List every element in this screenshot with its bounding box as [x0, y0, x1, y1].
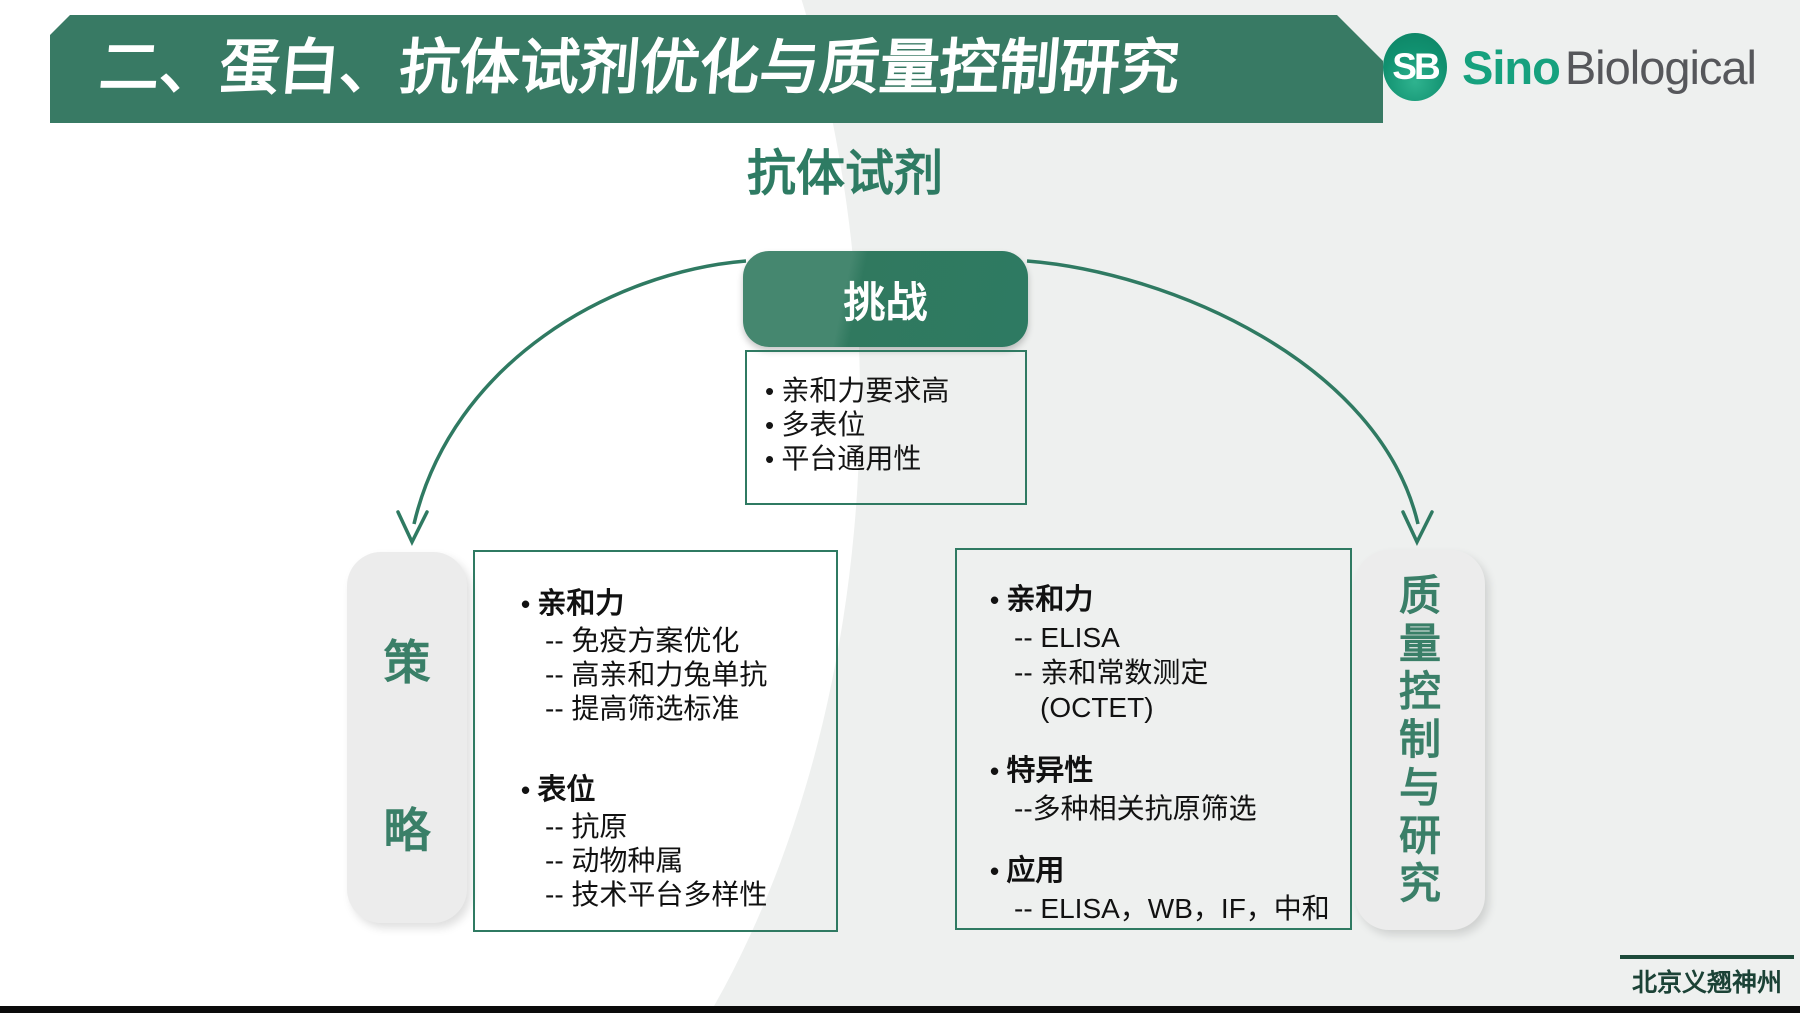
- strategy-pill-char: 策: [383, 636, 431, 689]
- slide-title-banner: 二、蛋白、抗体试剂优化与质量控制研究: [50, 15, 1383, 123]
- quality-item: -- 亲和常数测定: [1014, 657, 1209, 688]
- quality-pill: 质 量 控 制 与 研 究: [1355, 550, 1485, 930]
- quality-pill-char: 制: [1398, 716, 1441, 763]
- quality-item: -- ELISA，WB，IF，中和: [1014, 893, 1330, 924]
- quality-pill-char: 研: [1398, 812, 1441, 859]
- sb-logo-icon: SB: [1383, 33, 1447, 101]
- footer-company-name: 北京义翘神州: [1631, 969, 1782, 997]
- quality-item: --多种相关抗原筛选: [1014, 793, 1257, 824]
- strategy-section-title: 表位: [521, 770, 826, 810]
- quality-section-title: 特异性: [990, 751, 1342, 791]
- footer-divider: [1620, 955, 1794, 959]
- right-curved-arrow: [1026, 259, 1420, 525]
- quality-section-title: 应用: [990, 851, 1342, 891]
- challenge-item: 亲和力要求高: [765, 374, 1025, 408]
- strategy-item: -- 抗原: [545, 811, 628, 842]
- challenge-node: 挑战: [743, 251, 1028, 347]
- strategy-item: -- 免疫方案优化: [545, 625, 740, 656]
- quality-section-title: 亲和力: [990, 580, 1342, 620]
- right-arrowhead-icon: [1401, 510, 1434, 547]
- quality-item: -- ELISA: [1014, 622, 1120, 653]
- strategy-section-title: 亲和力: [521, 584, 826, 624]
- quality-item-continuation: (OCTET): [1040, 692, 1154, 723]
- strategy-pill-char: 略: [383, 804, 431, 857]
- slide-title: 二、蛋白、抗体试剂优化与质量控制研究: [96, 34, 1183, 101]
- logo-text-biological: Biological: [1564, 40, 1757, 94]
- quality-pill-char: 控: [1398, 668, 1441, 715]
- quality-pill-char: 量: [1398, 620, 1441, 667]
- bottom-edge-bar: [0, 1006, 1800, 1013]
- strategy-item: -- 技术平台多样性: [545, 879, 768, 910]
- logo-text-sino: Sino: [1462, 40, 1561, 94]
- section-heading: 抗体试剂: [746, 147, 943, 201]
- strategy-detail-box: 亲和力 -- 免疫方案优化 -- 高亲和力兔单抗 -- 提高筛选标准 表位 --…: [473, 550, 838, 932]
- strategy-item: -- 提高筛选标准: [545, 693, 740, 724]
- strategy-item: -- 动物种属: [545, 845, 684, 876]
- quality-pill-char: 究: [1398, 860, 1441, 907]
- challenge-item: 平台通用性: [765, 442, 1025, 476]
- challenge-item: 多表位: [765, 408, 1025, 442]
- strategy-item: -- 高亲和力兔单抗: [545, 659, 768, 690]
- strategy-pill: 策 略: [347, 552, 467, 923]
- challenge-list-box: 亲和力要求高 多表位 平台通用性: [745, 350, 1027, 505]
- quality-detail-box: 亲和力 -- ELISA -- 亲和常数测定 (OCTET) 特异性 --多种相…: [955, 548, 1352, 930]
- quality-pill-char: 质: [1398, 572, 1441, 619]
- quality-pill-char: 与: [1398, 764, 1441, 811]
